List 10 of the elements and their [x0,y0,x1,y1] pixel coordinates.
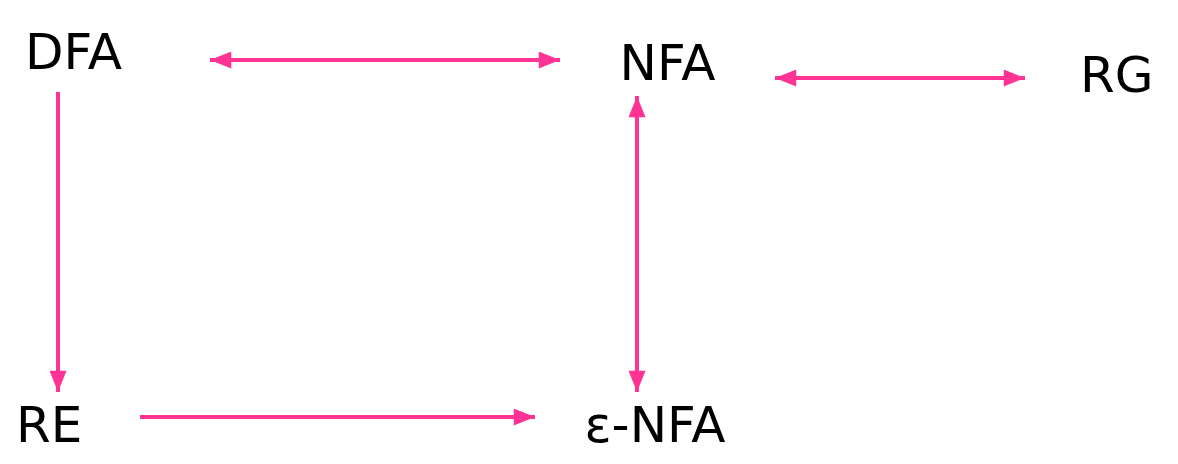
node-label: NFA [619,38,716,88]
node-label: RE [16,400,83,450]
arrow [49,92,67,392]
arrow [140,408,535,426]
node-label: DFA [25,27,122,77]
arrow [628,96,646,392]
arrow [775,69,1025,87]
arrow [210,51,560,69]
node-label: RG [1080,50,1154,100]
node-label: ε-NFA [584,400,726,450]
